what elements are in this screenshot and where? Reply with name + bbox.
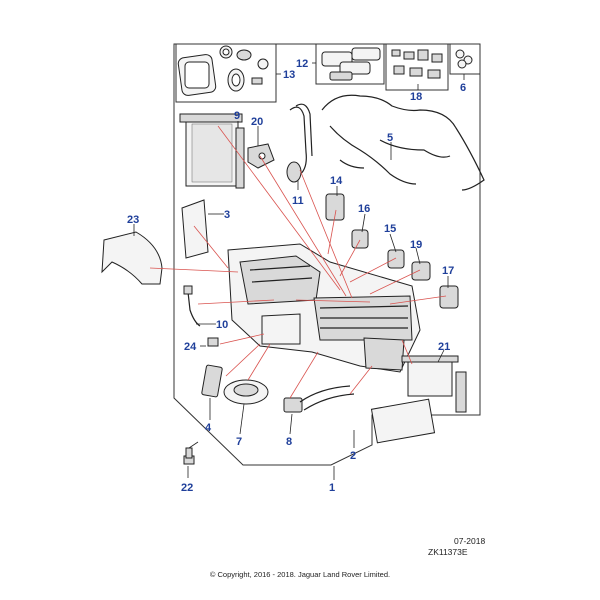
callout-2: 2 [350,450,356,462]
assembly-frame [173,43,481,466]
evaporator-core-9 [179,113,245,189]
callout-3: 3 [224,209,230,221]
resistor-8 [283,397,303,413]
callout-4: 4 [205,422,212,434]
pipe-assembly-11 [286,103,313,183]
actuator-15 [387,249,405,269]
kit-box-6 [449,43,481,75]
callout-1: 1 [329,482,335,494]
actuator-16 [351,229,369,249]
expansion-valve-20 [247,143,275,169]
grommet-kit-6 [455,49,473,69]
callout-7: 7 [236,436,242,448]
callout-8: 8 [286,436,292,448]
clip-kit-18 [391,49,443,79]
callout-5: 5 [387,132,393,144]
gasket-kit-12 [321,47,381,81]
actuator-19 [411,261,431,281]
callout-16: 16 [358,203,370,215]
callout-11: 11 [292,195,304,207]
callout-19: 19 [410,239,422,251]
callout-12: 12 [296,58,308,70]
callout-9: 9 [234,110,240,122]
callout-18: 18 [410,91,422,103]
hvac-module-1 [227,243,421,373]
blower-control-4 [201,364,223,398]
reference-lines [149,125,447,399]
filter-3 [181,199,209,259]
seal-kit-13 [177,45,269,96]
clip-24 [207,337,219,347]
bolt-22 [183,441,199,465]
duct-23 [101,231,163,285]
illustration-reference: ZK11373E [428,547,468,557]
actuator-17 [439,285,459,309]
heater-matrix-21 [401,355,467,413]
callout-20: 20 [251,116,263,128]
callout-24: 24 [184,341,197,353]
callout-leaders [133,62,465,480]
kit-box-13 [175,43,277,103]
callout-14: 14 [330,175,343,187]
copyright-notice: © Copyright, 2016 - 2018. Jaguar Land Ro… [209,570,391,579]
kit-box-12 [315,43,385,85]
callout-13: 13 [283,69,295,81]
callout-6: 6 [460,82,466,94]
blower-motor-7 [223,379,269,405]
wiring-harness-5 [321,94,485,191]
actuator-14 [325,193,345,221]
sensor-10 [187,291,201,327]
callout-15: 15 [384,223,396,235]
callout-23: 23 [127,214,139,226]
callout-21: 21 [438,341,450,353]
callout-22: 22 [181,482,193,494]
callout-10: 10 [216,319,228,331]
callout-17: 17 [442,265,454,277]
heater-core-2 [299,385,436,444]
kit-box-18 [385,43,449,91]
revision-date: 07-2018 [454,536,486,546]
